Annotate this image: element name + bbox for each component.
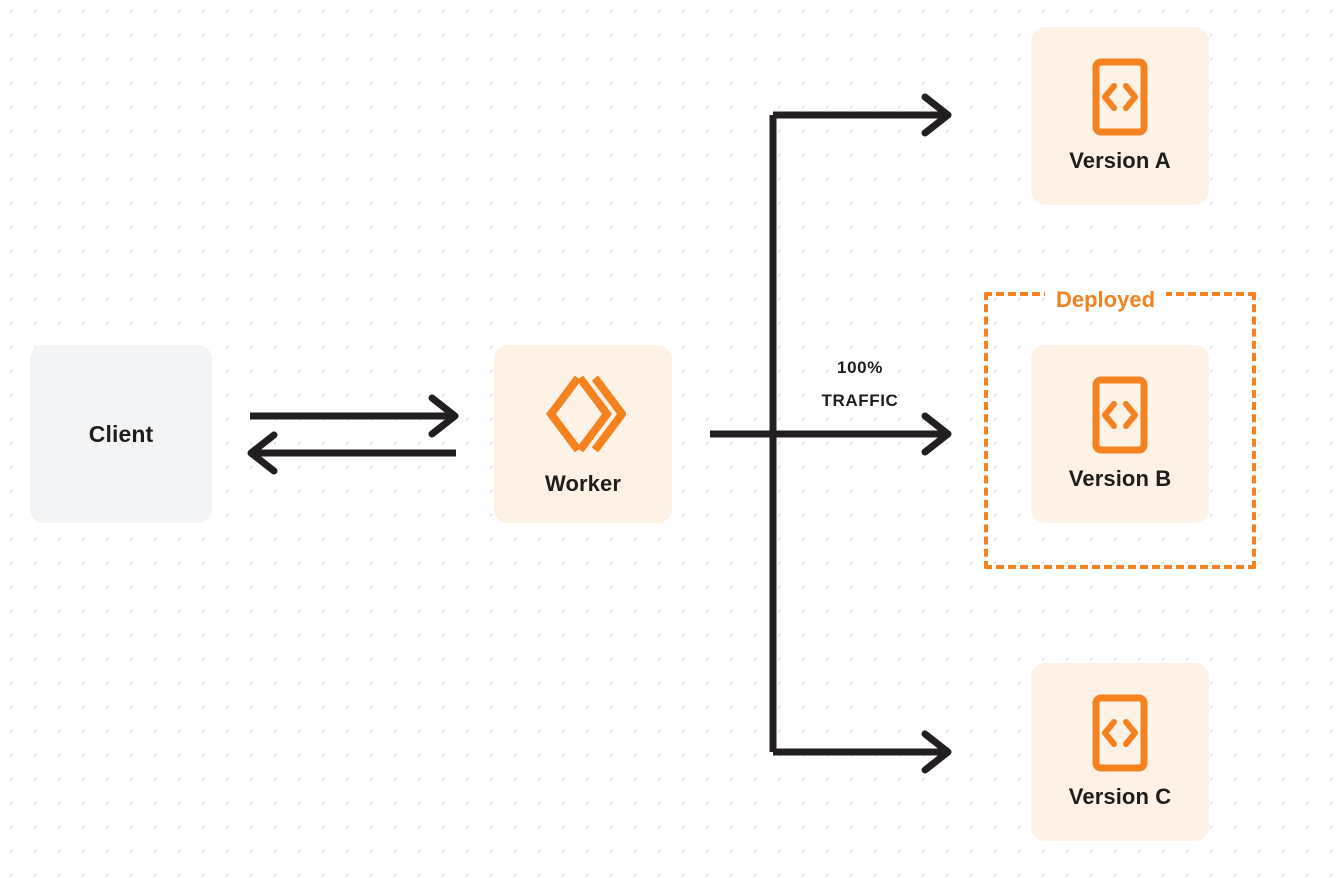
cloudflare-workers-icon bbox=[540, 371, 627, 457]
edge-worker-to-client bbox=[247, 431, 456, 475]
traffic-percent: 100% bbox=[837, 358, 883, 377]
node-version-b[interactable]: Version B bbox=[1031, 345, 1209, 523]
code-document-icon bbox=[1092, 694, 1148, 772]
node-client[interactable]: Client bbox=[30, 345, 212, 523]
node-version-a-label: Version A bbox=[1069, 148, 1171, 173]
node-version-a[interactable]: Version A bbox=[1031, 27, 1209, 205]
node-version-c[interactable]: Version C bbox=[1031, 663, 1209, 841]
code-document-icon bbox=[1092, 376, 1148, 454]
code-document-icon bbox=[1092, 58, 1148, 136]
edge-worker-to-version-c bbox=[773, 730, 952, 774]
node-worker-label: Worker bbox=[545, 471, 621, 496]
node-client-label: Client bbox=[88, 420, 154, 447]
node-worker[interactable]: Worker bbox=[494, 345, 672, 523]
node-version-b-label: Version B bbox=[1068, 466, 1172, 491]
edge-client-to-worker bbox=[250, 394, 459, 438]
edge-worker-to-version-b bbox=[710, 412, 952, 456]
node-version-c-label: Version C bbox=[1068, 784, 1172, 809]
deployed-group-label: Deployed bbox=[1045, 286, 1167, 314]
edge-worker-to-version-a bbox=[773, 93, 952, 137]
traffic-label: 100% TRAFFIC bbox=[784, 351, 936, 417]
traffic-caption: TRAFFIC bbox=[821, 391, 899, 410]
